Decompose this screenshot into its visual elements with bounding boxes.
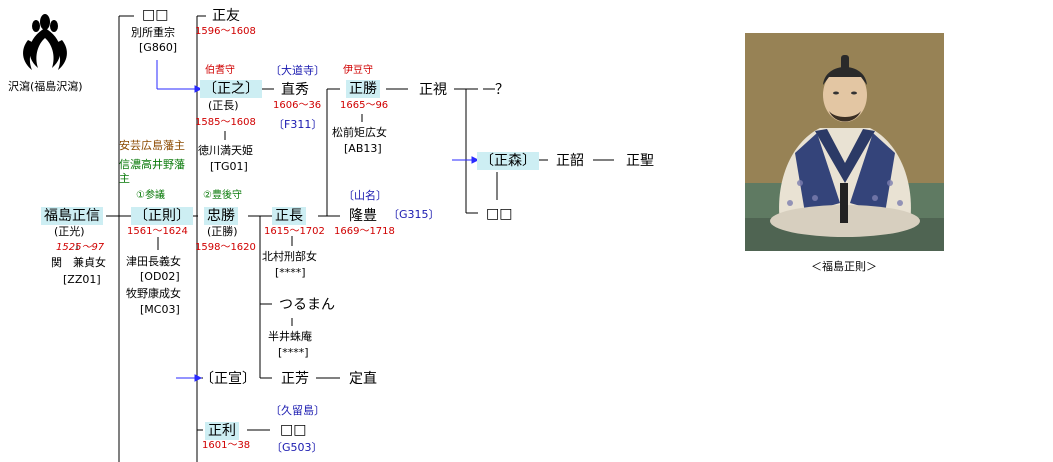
- tsurumaru-wife: 半井蛛庵: [268, 330, 312, 343]
- masakatsu-wife-code: [AB13]: [344, 142, 382, 155]
- takatoyo-note: 〔山名〕: [343, 189, 387, 202]
- masanori-years: 1561～1624: [127, 226, 188, 237]
- masanori-title2: 信濃高井野藩主: [119, 158, 185, 186]
- masanobu-years: 1525～97: [56, 242, 105, 253]
- person-masami[interactable]: 正視: [419, 82, 447, 98]
- masanori-wife1-code: [OD02]: [140, 270, 180, 283]
- tadakatsu-alias: (正勝): [207, 225, 238, 238]
- masakatsu-rank: 伊豆守: [343, 65, 373, 76]
- person-tsurumaru[interactable]: つるまん: [279, 297, 335, 313]
- person-masakatsu[interactable]: 正勝: [346, 80, 380, 99]
- masatomo-years: 1596～1608: [195, 26, 256, 37]
- portrait-image: [745, 33, 944, 251]
- naohide-code: 〔F311〕: [273, 118, 323, 131]
- unknown-top-code: [G860]: [139, 41, 178, 54]
- person-masanobu2[interactable]: 〔正宣〕: [200, 371, 256, 387]
- person-question: ？: [495, 82, 509, 98]
- masayuki-wife: 徳川満天姫: [198, 144, 253, 157]
- masanori-wife2-code: [MC03]: [140, 303, 180, 316]
- person-masamori[interactable]: 〔正森〕: [477, 152, 539, 171]
- masayuki-alias: (正長): [208, 99, 239, 112]
- masanaga-wife: 北村刑部女: [262, 250, 317, 263]
- masanori-title1: 安芸広島藩主: [119, 139, 185, 152]
- masanori-wife2: 牧野康成女: [126, 287, 181, 300]
- person-sadanao[interactable]: 定直: [349, 371, 377, 387]
- person-masanobu[interactable]: 福島正信: [41, 207, 103, 226]
- masatoshi-years: 1601～38: [202, 440, 251, 451]
- person-masayoshi[interactable]: 正芳: [281, 371, 309, 387]
- family-crest-icon: [23, 14, 67, 70]
- unknown-low-code: 〔G503〕: [271, 441, 323, 454]
- person-naohide[interactable]: 直秀: [281, 82, 309, 98]
- masanori-rank: ①参議: [136, 190, 165, 201]
- person-unknown-top: □□: [142, 7, 169, 23]
- masakatsu-wife: 松前矩広女: [332, 126, 387, 139]
- person-unknown-low: □□: [280, 422, 307, 438]
- masanaga-wife-code: [****]: [275, 266, 306, 279]
- person-masayuki[interactable]: 〔正之〕: [200, 80, 262, 99]
- masayuki-years: 1585～1608: [195, 117, 256, 128]
- masakatsu-years: 1665～96: [340, 100, 389, 111]
- unknown-low-note: 〔久留島〕: [270, 404, 325, 417]
- tadakatsu-rank: ②豊後守: [203, 190, 242, 201]
- person-tadakatsu[interactable]: 忠勝: [204, 207, 238, 226]
- naohide-note: 〔大道寺〕: [270, 64, 325, 77]
- person-masatoshi[interactable]: 正利: [205, 422, 239, 441]
- takatoyo-years: 1669～1718: [334, 226, 395, 237]
- masayuki-wife-code: [TG01]: [210, 160, 248, 173]
- person-masatomo[interactable]: 正友: [212, 8, 240, 24]
- person-masanaga[interactable]: 正長: [272, 207, 306, 226]
- person-masatsugu[interactable]: 正韶: [556, 153, 584, 169]
- tsurumaru-wife-code: [****]: [278, 346, 309, 359]
- tadakatsu-years: 1598～1620: [195, 242, 256, 253]
- unknown-top-parent: 別所重宗: [131, 26, 175, 39]
- masayuki-rank: 伯耆守: [205, 65, 235, 76]
- person-masanori[interactable]: 〔正則〕: [131, 207, 193, 226]
- masanobu-alias: (正光): [54, 225, 85, 238]
- person-takatoyo[interactable]: 隆豊: [349, 208, 377, 224]
- masanaga-years: 1615～1702: [264, 226, 325, 237]
- takatoyo-code: 〔G315〕: [388, 208, 440, 221]
- crest-label: 沢瀉(福島沢瀉): [8, 80, 83, 93]
- portrait-caption: ＜福島正則＞: [811, 260, 877, 273]
- person-masakiyo[interactable]: 正聖: [626, 153, 654, 169]
- person-unknown-mid: □□: [486, 206, 513, 222]
- masanobu-wife-code: [ZZ01]: [63, 273, 101, 286]
- masanori-wife1: 津田長義女: [126, 255, 181, 268]
- masanobu-wife: 関 兼貞女: [51, 256, 106, 269]
- naohide-years: 1606～36: [273, 100, 322, 111]
